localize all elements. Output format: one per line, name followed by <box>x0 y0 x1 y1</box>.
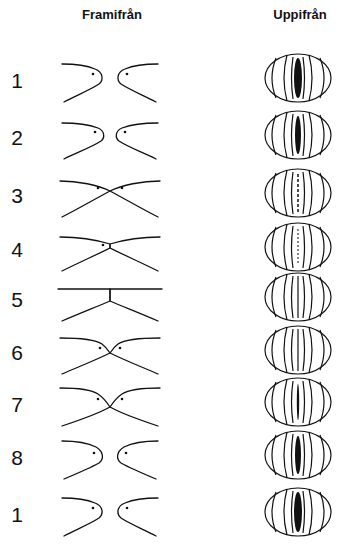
fold-dot <box>93 452 96 455</box>
vocal-fold <box>118 498 158 536</box>
glottis-slit <box>297 174 299 212</box>
top-view-phase <box>265 169 331 217</box>
larynx-outline <box>265 326 331 374</box>
glottis-slit <box>295 436 301 474</box>
fold-dot <box>94 131 97 134</box>
top-view-phase <box>265 431 331 479</box>
phase-number: 1 <box>11 504 23 525</box>
phase-number: 5 <box>11 289 23 310</box>
front-view-phase <box>62 441 158 479</box>
larynx-outline <box>265 273 331 321</box>
glottis-slit <box>294 492 302 532</box>
vocal-fold <box>116 123 158 159</box>
phase-number: 2 <box>11 127 23 148</box>
glottis-slit <box>294 58 302 98</box>
vocal-fold <box>60 237 110 271</box>
fold-dot <box>119 347 122 350</box>
fold-dot <box>124 131 127 134</box>
top-view-phase <box>265 54 331 102</box>
vocal-fold <box>110 181 160 217</box>
top-view-phase <box>265 223 331 271</box>
vocal-fold <box>62 64 102 102</box>
top-view-phase <box>265 326 331 374</box>
fold-dot <box>121 398 124 401</box>
front-view-phase <box>60 388 160 426</box>
fold-dot <box>92 73 95 76</box>
top-view-phase <box>265 378 331 426</box>
larynx-outline <box>265 223 331 271</box>
glottis-slit <box>295 116 301 154</box>
larynx-outline <box>265 431 331 479</box>
front-view-phase <box>60 181 160 217</box>
fold-dot <box>102 244 105 247</box>
phase-number: 6 <box>11 342 23 363</box>
column-heading: Uppifrån <box>273 8 326 21</box>
glottis-slit <box>297 384 299 420</box>
phase-number: 7 <box>11 394 23 415</box>
vocal-fold <box>62 123 104 159</box>
vocal-fold <box>118 441 158 479</box>
fold-dot <box>99 347 102 350</box>
vocal-fold <box>110 338 160 374</box>
vocal-fold <box>118 64 158 102</box>
glottis-slit <box>297 276 298 318</box>
top-view-phase <box>265 488 331 536</box>
fold-dot <box>97 187 100 190</box>
vocal-fold <box>60 338 110 374</box>
vocal-fold <box>110 237 160 271</box>
top-view-phase <box>265 111 331 159</box>
vocal-fold <box>60 388 110 426</box>
fold-dot <box>126 507 129 510</box>
phase-number: 3 <box>11 185 23 206</box>
fold-dot <box>92 507 95 510</box>
front-view-phase <box>62 498 158 536</box>
vocal-fold <box>110 289 162 321</box>
vocal-fold <box>110 388 160 426</box>
larynx-outline <box>265 54 331 102</box>
fold-dot <box>126 73 129 76</box>
larynx-outline <box>265 378 331 426</box>
front-view-phase <box>62 64 158 102</box>
top-view-phase <box>265 273 331 321</box>
front-view-phase <box>60 338 160 374</box>
vocal-fold <box>62 441 102 479</box>
front-view-phase <box>60 237 160 271</box>
fold-dot <box>121 187 124 190</box>
larynx-outline <box>265 488 331 536</box>
phase-number: 1 <box>11 70 23 91</box>
larynx-outline <box>265 111 331 159</box>
front-view-phase <box>62 123 158 159</box>
front-view-column <box>58 64 162 536</box>
column-heading: Framifrån <box>82 8 142 21</box>
front-view-phase <box>58 289 162 321</box>
larynx-outline <box>265 169 331 217</box>
phase-number: 8 <box>11 447 23 468</box>
top-view-column <box>265 54 331 536</box>
vocal-fold <box>58 289 110 321</box>
vocal-fold <box>60 181 110 217</box>
phase-number: 4 <box>11 239 23 260</box>
glottis-slit <box>297 329 298 371</box>
glottis-slit <box>298 229 299 265</box>
fold-dot <box>97 398 100 401</box>
fold-dot <box>125 452 128 455</box>
vocal-fold <box>62 498 102 536</box>
